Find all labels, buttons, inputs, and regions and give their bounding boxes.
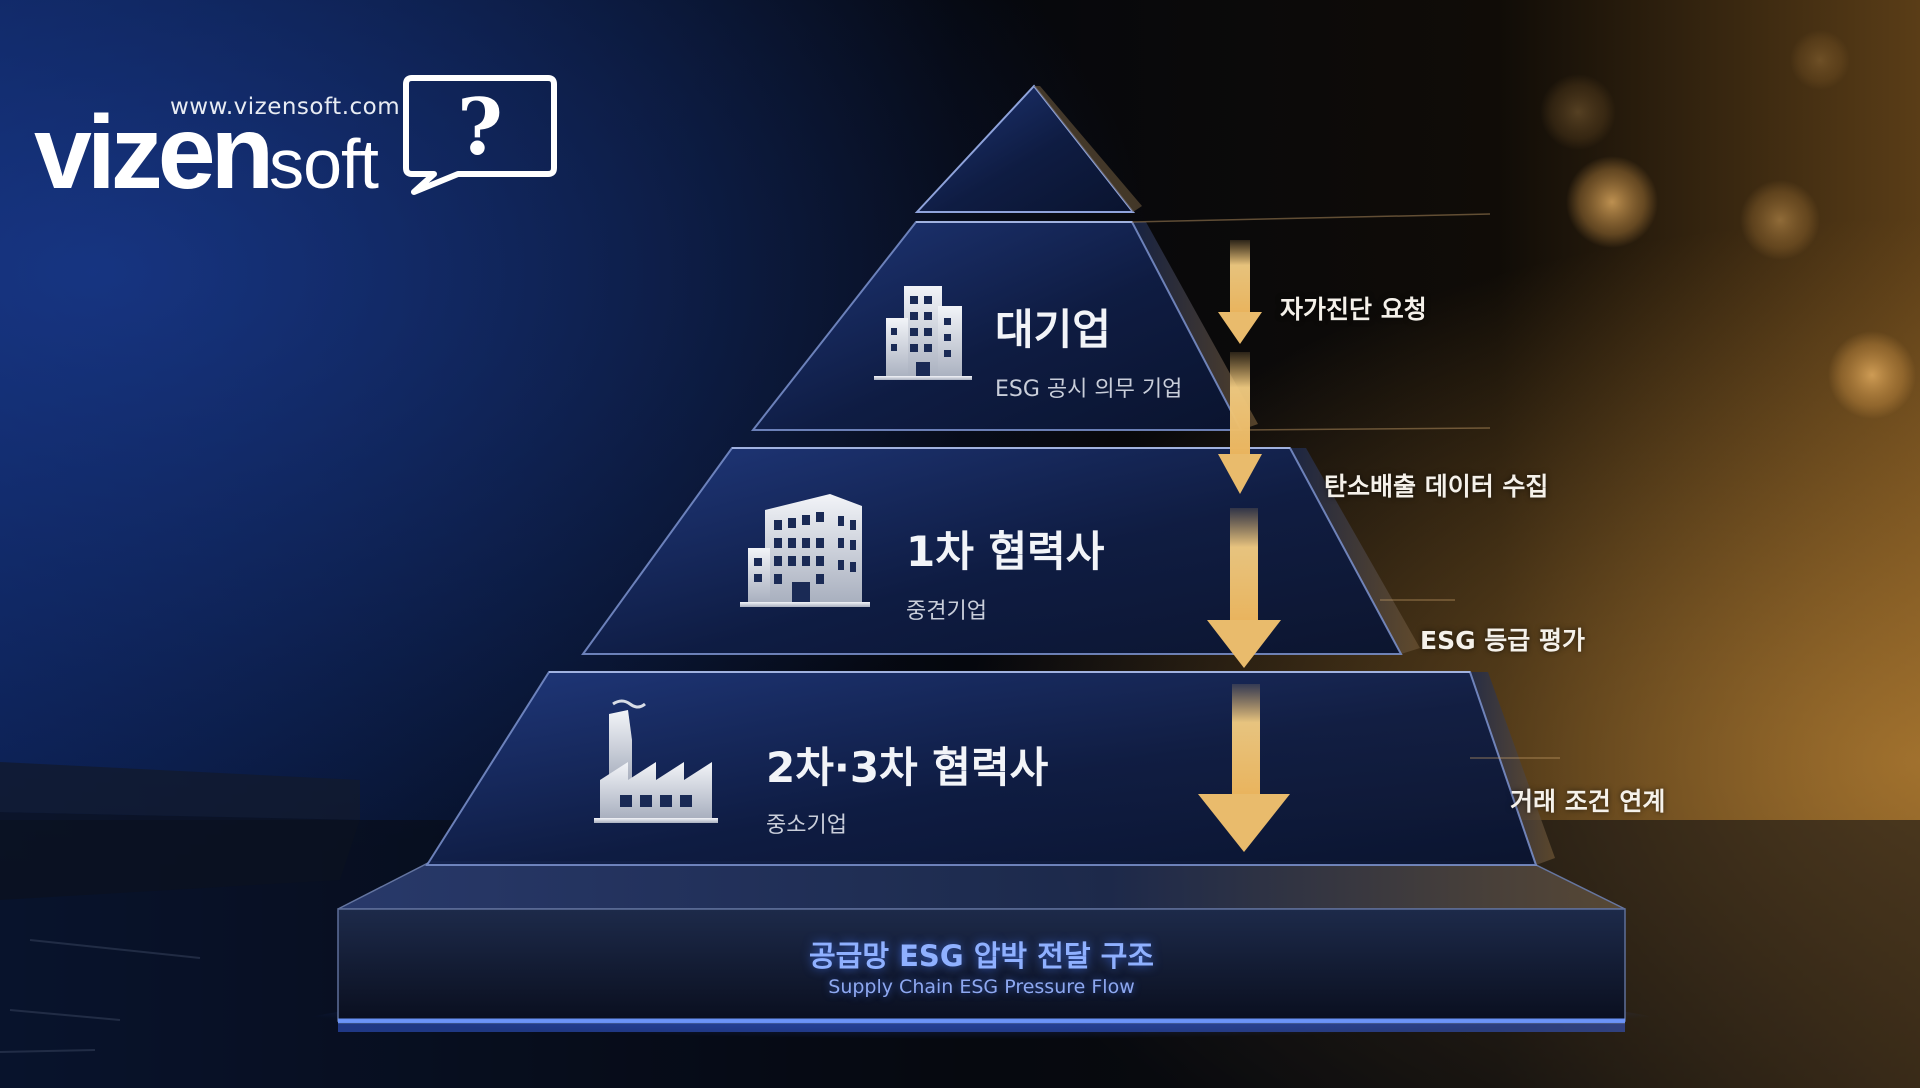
tier-2-title: 1차 협력사: [906, 527, 1105, 576]
office-tower-icon: [874, 286, 972, 380]
connector-line: [1131, 213, 1491, 223]
logo-brand-light: soft: [269, 125, 379, 203]
flow-arrow-3: [1207, 508, 1281, 668]
logo-question-mark: ?: [457, 82, 503, 173]
desk-tablet: [0, 762, 360, 820]
logo-brand-bold: vizen: [34, 95, 274, 211]
office-building-icon: [740, 494, 870, 607]
tier-1-subtitle: ESG 공시 의무 기업: [995, 377, 1183, 402]
desk-line: [29, 939, 201, 959]
flow-arrow-1: [1218, 240, 1262, 344]
tier-3-subtitle: 중소기업: [766, 813, 847, 838]
bokeh-light: [1828, 331, 1916, 419]
base-subtitle: Supply Chain ESG Pressure Flow: [828, 976, 1135, 998]
tier-2-subtitle: 중견기업: [906, 599, 987, 624]
speech-bubble-question-icon: ?: [403, 75, 557, 195]
flow-label-self-assessment: 자가진단 요청: [1280, 295, 1427, 324]
vizensoft-logo[interactable]: www.vizensoft.com vizensoft ?: [34, 72, 557, 211]
desk-tablet: [0, 812, 360, 900]
flow-label-esg-rating: ESG 등급 평가: [1420, 626, 1586, 655]
bokeh-light: [1540, 74, 1616, 150]
tier-2-side: [1290, 448, 1420, 654]
tier-3-title: 2차·3차 협력사: [766, 743, 1049, 792]
tier-1-text: 대기업 ESG 공시 의무 기업: [995, 296, 1182, 403]
flow-arrow-4: [1198, 684, 1290, 852]
tier-3-text: 2차·3차 협력사 중소기업: [766, 734, 1048, 839]
base-front: [337, 908, 1626, 1022]
connector-line: [1240, 427, 1491, 431]
pyramid-apex-side: [1034, 86, 1142, 212]
logo-url[interactable]: www.vizensoft.com: [170, 94, 401, 120]
flow-arrow-2: [1218, 352, 1262, 494]
bokeh-light: [1790, 30, 1850, 90]
logo-wordmark: vizensoft: [34, 94, 379, 213]
tier-2-text: 1차 협력사 중견기업: [906, 518, 1104, 625]
flow-label-trade-terms: 거래 조건 연계: [1510, 787, 1666, 816]
base-title: 공급망 ESG 압박 전달 구조: [808, 939, 1154, 973]
bokeh-light: [1740, 180, 1820, 260]
desk-line: [9, 1009, 121, 1021]
flow-label-carbon-data: 탄소배출 데이터 수집: [1324, 472, 1549, 501]
desk-line: [0, 1049, 96, 1053]
factory-icon: [594, 699, 718, 823]
bokeh-light: [1566, 156, 1658, 248]
tier-1-title: 대기업: [995, 305, 1111, 354]
tier-3-side: [1470, 672, 1555, 865]
base-top: [337, 861, 1626, 910]
tier-1-side: [1132, 222, 1258, 430]
